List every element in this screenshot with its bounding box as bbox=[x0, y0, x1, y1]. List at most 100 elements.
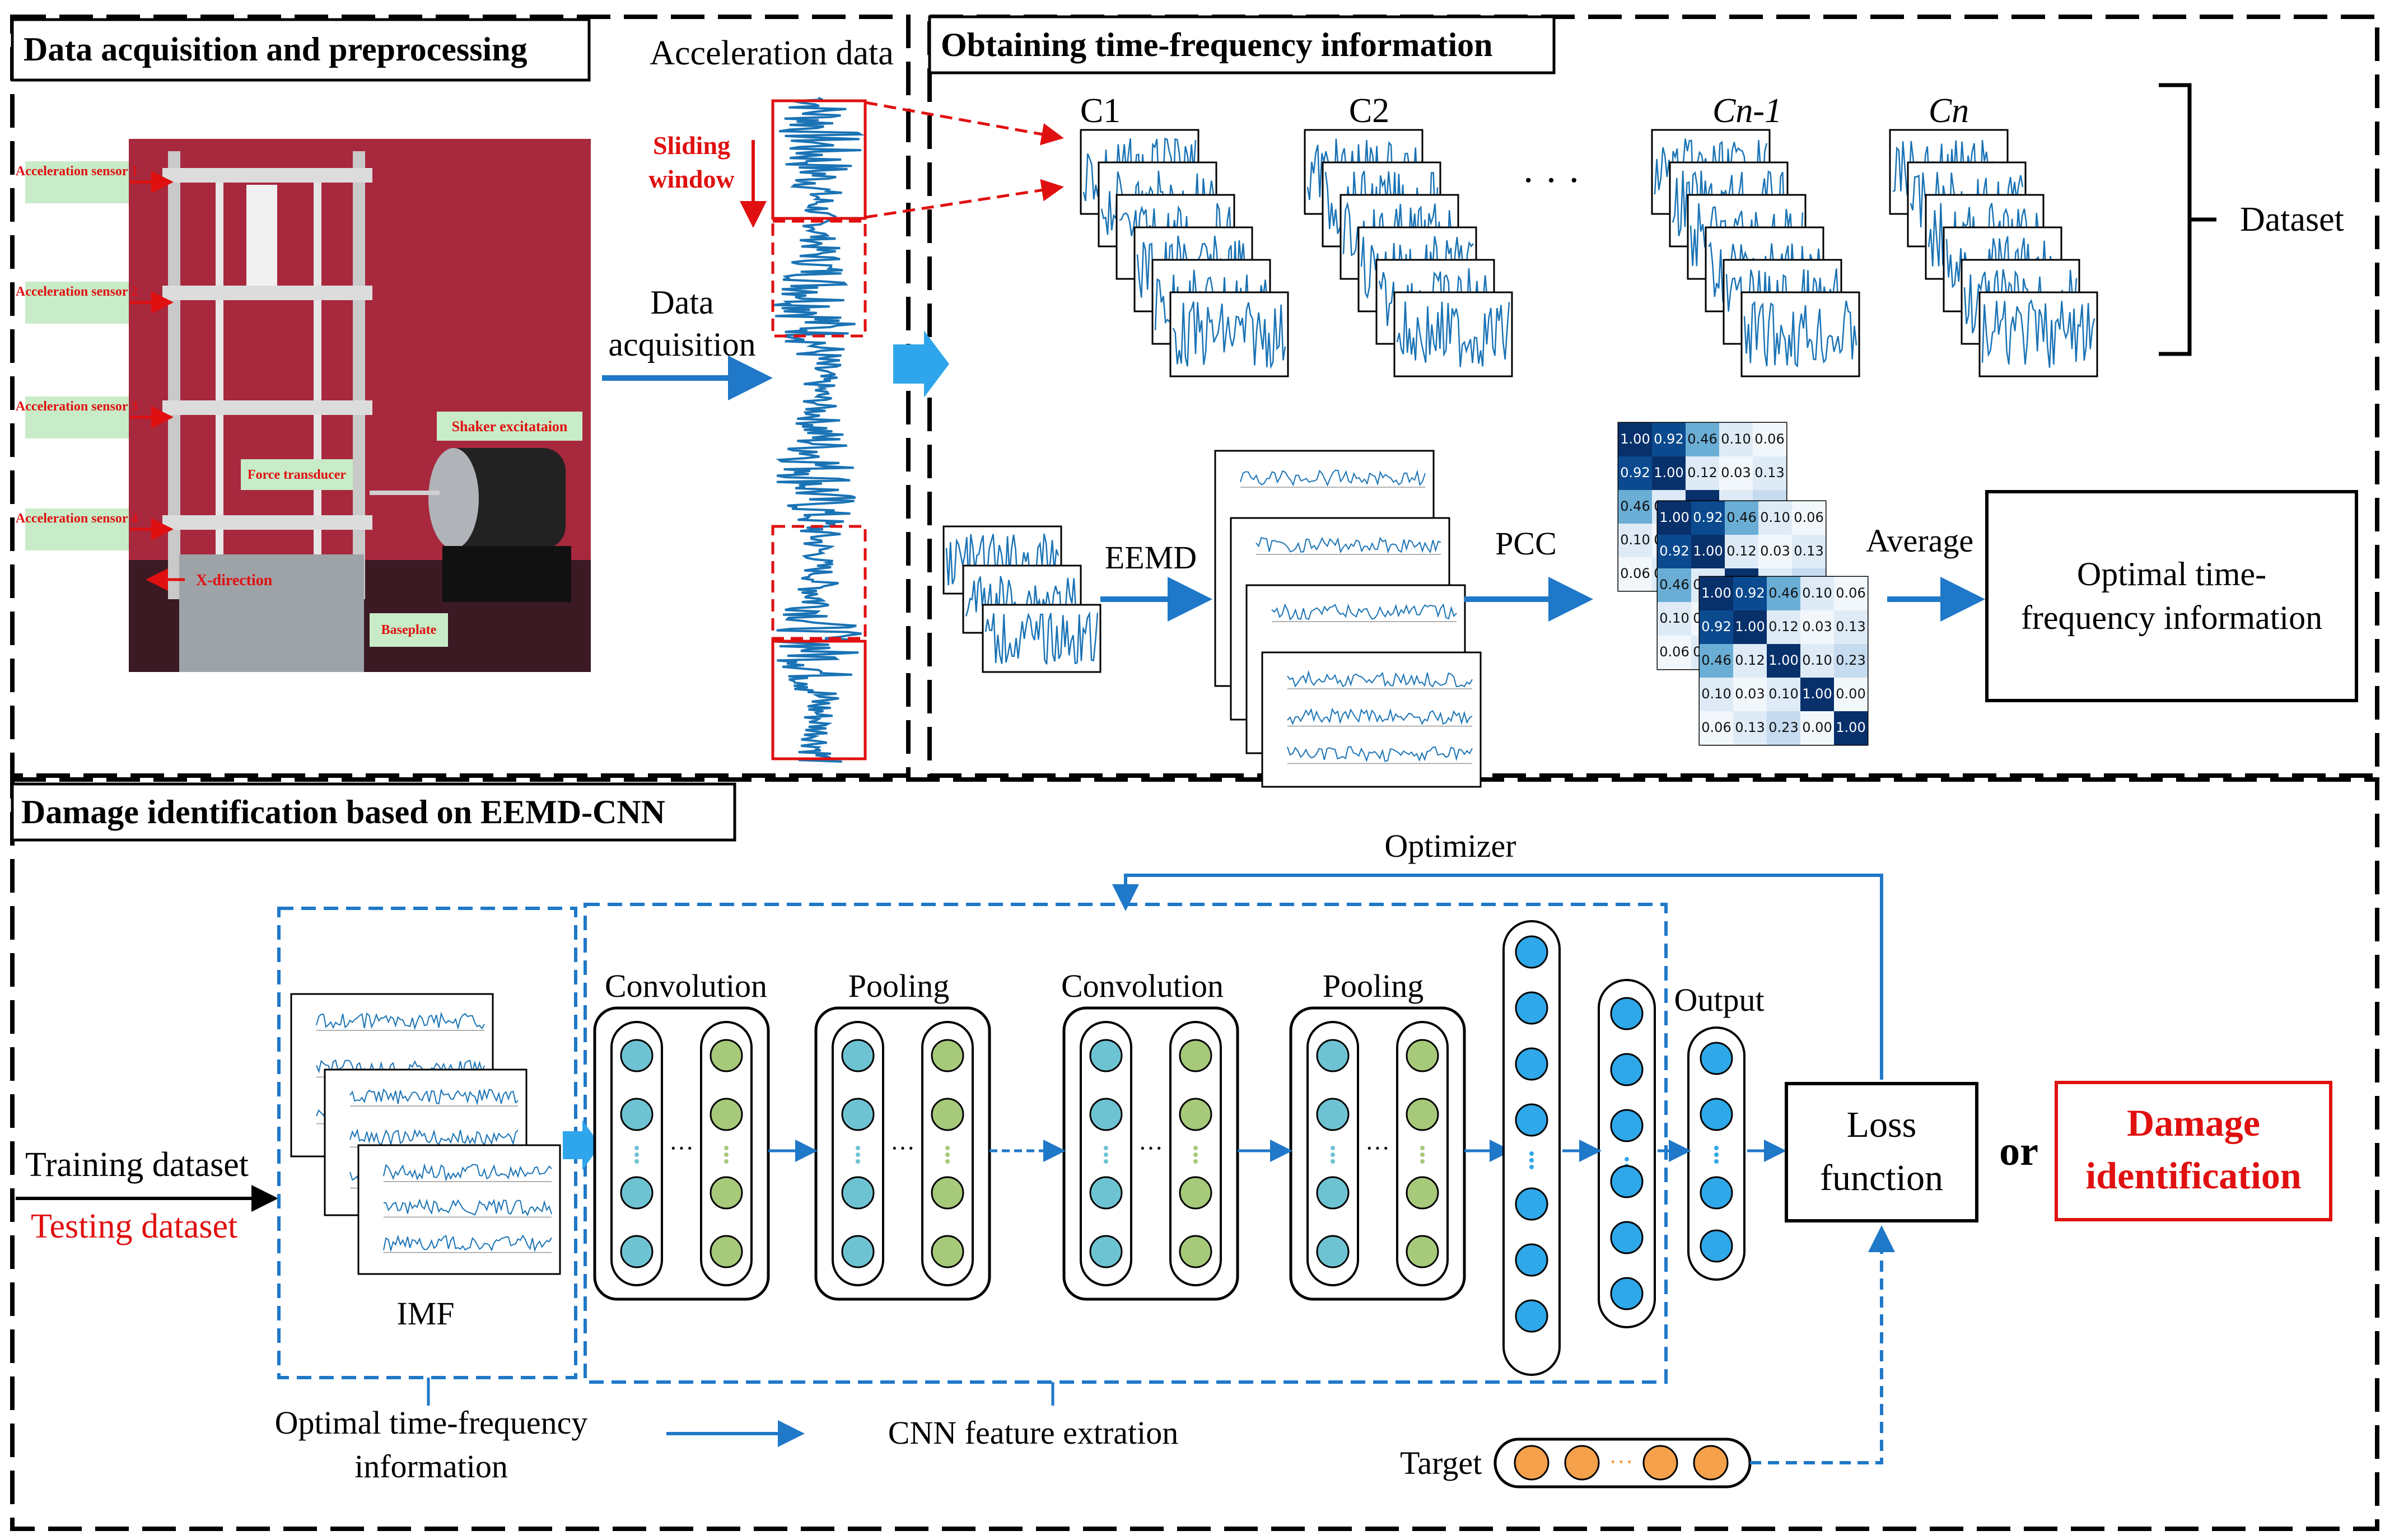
neuron bbox=[1515, 1299, 1548, 1333]
neuron bbox=[1515, 1047, 1548, 1081]
convolution-2-label: Convolution bbox=[1061, 968, 1224, 1004]
neuron bbox=[1089, 1039, 1123, 1072]
loss-function-line2: function bbox=[1820, 1158, 1943, 1198]
pooling-1-label: Pooling bbox=[848, 968, 950, 1004]
matrix-cell: 0.92 bbox=[1620, 465, 1650, 480]
neuron bbox=[1179, 1235, 1212, 1268]
window-2 bbox=[771, 220, 867, 338]
target-neuron bbox=[1514, 1445, 1549, 1481]
matrix-cell: 0.23 bbox=[1768, 720, 1798, 735]
matrix-cell: 0.03 bbox=[1802, 619, 1832, 634]
matrix-cell: 0.06 bbox=[1794, 510, 1823, 525]
damage-title: Damage identification based on EEMD-CNN bbox=[21, 794, 665, 830]
legend-optimal-line1: Optimal time-frequency bbox=[275, 1404, 588, 1441]
sensor-2-label-box bbox=[25, 282, 129, 324]
test-rig-photo: Acceleration sensor 1 Acceleration senso… bbox=[16, 139, 591, 672]
force-label-box bbox=[241, 459, 353, 490]
neuron bbox=[620, 1235, 654, 1268]
matrix-cell: 0.10 bbox=[1721, 431, 1751, 447]
imf-frame bbox=[277, 907, 577, 1379]
neuron bbox=[620, 1176, 654, 1210]
neuron bbox=[1610, 1109, 1644, 1142]
damage-identification-line1: Damage bbox=[2127, 1102, 2260, 1144]
matrix-cell: 0.12 bbox=[1726, 543, 1756, 559]
sliding-window-label-2: window bbox=[648, 165, 734, 193]
matrix-cell: 0.12 bbox=[1735, 652, 1765, 668]
matrix-cell: 1.00 bbox=[1620, 431, 1650, 447]
data-acquisition-label-1: Data bbox=[650, 284, 713, 321]
average-label: Average bbox=[1866, 522, 1973, 559]
output-layer bbox=[1687, 1026, 1745, 1281]
neuron-column bbox=[931, 1039, 964, 1268]
neuron bbox=[1406, 1039, 1439, 1072]
optimal-info-line2: frequency information bbox=[2021, 599, 2322, 636]
neuron bbox=[1179, 1098, 1212, 1131]
window-to-c1-bottom bbox=[865, 179, 1064, 219]
damage-title-box bbox=[11, 782, 736, 842]
baseplate-label: Baseplate bbox=[381, 623, 437, 637]
matrix-cell: 0.06 bbox=[1659, 644, 1689, 660]
matrix-cell: 0.46 bbox=[1620, 498, 1650, 514]
neuron-column bbox=[1316, 1039, 1350, 1268]
matrix-cell: 0.10 bbox=[1768, 686, 1798, 702]
neuron bbox=[1610, 1277, 1644, 1310]
dataset-brace bbox=[2159, 83, 2216, 356]
layer-dots: ··· bbox=[1138, 1135, 1163, 1162]
neuron bbox=[1179, 1039, 1212, 1072]
neuron bbox=[1406, 1235, 1439, 1268]
group-label-cn: Cn bbox=[1929, 92, 1969, 130]
optimal-info-box bbox=[1985, 490, 2358, 702]
timefreq-title: Obtaining time-frequency information bbox=[941, 26, 1493, 63]
target-dots: ··· bbox=[1609, 1448, 1633, 1476]
output-label: Output bbox=[1674, 982, 1764, 1018]
matrix-cell: 1.00 bbox=[1701, 585, 1731, 601]
conv-block-1: ··· bbox=[593, 1006, 770, 1301]
legend-cnn-label: CNN feature extration bbox=[888, 1415, 1179, 1451]
matrix-cell: 0.10 bbox=[1802, 652, 1832, 668]
matrix-cell: 0.13 bbox=[1794, 543, 1823, 559]
matrix-cell: 0.46 bbox=[1768, 585, 1798, 601]
neuron bbox=[1316, 1176, 1350, 1210]
raw-window-3 bbox=[982, 604, 1102, 673]
imf-label: IMF bbox=[396, 1295, 454, 1332]
eemd-label: EEMD bbox=[1105, 539, 1197, 576]
dataset-group-3 bbox=[1651, 129, 1860, 377]
testing-dataset-label: Testing dataset bbox=[31, 1207, 237, 1245]
matrix-cell: 0.06 bbox=[1754, 431, 1784, 447]
neuron-column bbox=[710, 1039, 743, 1268]
sliding-windows bbox=[771, 99, 867, 760]
sensor-1-label: Acceleration sensor 1 bbox=[16, 164, 138, 179]
signal-window bbox=[1169, 291, 1289, 377]
matrix-cell: 0.92 bbox=[1659, 543, 1689, 559]
signal-window bbox=[1393, 291, 1513, 377]
conv-block-2: ··· bbox=[1062, 1006, 1239, 1301]
timefreq-title-box bbox=[928, 15, 1556, 74]
matrix-cell: 0.00 bbox=[1802, 720, 1832, 735]
neuron bbox=[1089, 1176, 1123, 1210]
sensor-3-label: Acceleration sensor 3 bbox=[16, 399, 138, 414]
neuron bbox=[1610, 1221, 1644, 1254]
training-dataset-label: Training dataset bbox=[25, 1146, 249, 1184]
sensor-1-label-box bbox=[25, 161, 129, 203]
dataset-group-2 bbox=[1304, 129, 1513, 377]
matrix-cell: 0.06 bbox=[1701, 720, 1731, 735]
pooling-2-label: Pooling bbox=[1323, 968, 1424, 1004]
matrix-cell: 0.13 bbox=[1735, 720, 1765, 735]
matrix-cell: 1.00 bbox=[1735, 619, 1765, 634]
sensor-3-label-box bbox=[25, 396, 129, 438]
legend-optimal-line2: information bbox=[354, 1448, 508, 1485]
neuron bbox=[931, 1235, 964, 1268]
accel-data-label: Acceleration data bbox=[650, 34, 893, 72]
matrix-cell: 0.13 bbox=[1754, 465, 1784, 480]
neuron bbox=[931, 1098, 964, 1131]
signal-window bbox=[1978, 291, 2098, 377]
neuron bbox=[1316, 1098, 1350, 1131]
neuron bbox=[620, 1098, 654, 1131]
matrix-cell: 0.10 bbox=[1760, 510, 1790, 525]
neuron bbox=[1515, 1187, 1548, 1221]
neuron bbox=[1089, 1098, 1123, 1131]
dataset-groups bbox=[1080, 129, 2098, 377]
neuron bbox=[1700, 1176, 1733, 1210]
acquisition-title: Data acquisition and preprocessing bbox=[24, 31, 528, 68]
